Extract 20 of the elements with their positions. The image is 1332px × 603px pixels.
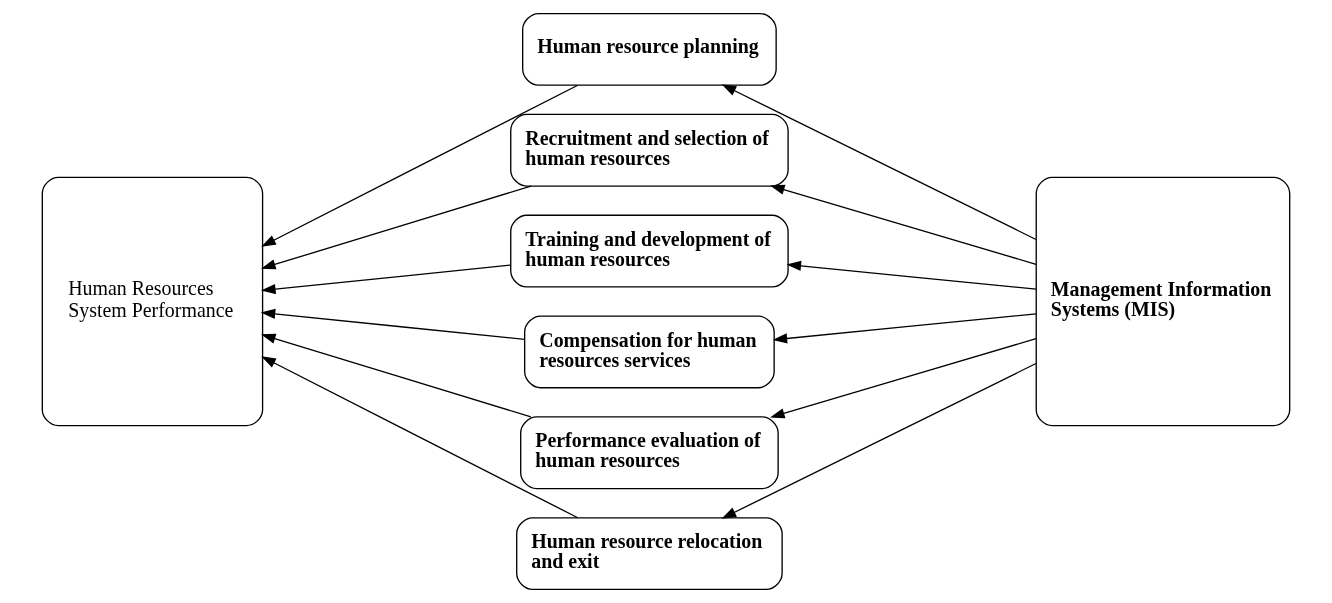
arrow (721, 362, 1037, 519)
node-box: Compensation for human resources services (524, 315, 775, 389)
arrow (786, 260, 1037, 290)
arrow (772, 313, 1037, 344)
arrow (770, 338, 1037, 419)
node-box: Human resource planning (522, 12, 777, 86)
node-box: Performance evaluation of human resources (520, 416, 779, 490)
node-box: Human resource relocation and exit (516, 517, 783, 591)
node-box: Recruitment and selection of human resources (510, 113, 789, 187)
arrow (721, 84, 1037, 241)
node-box: Training and development of human resources (510, 214, 789, 288)
arrow (261, 84, 579, 247)
arrow (261, 356, 579, 519)
arrow (260, 333, 532, 418)
arrow (260, 185, 532, 270)
arrow (260, 264, 512, 295)
arrow (770, 184, 1037, 265)
node-box: Human Resources System Performance (41, 176, 264, 427)
arrow (260, 308, 526, 340)
node-box: Management Information Systems (MIS) (1035, 176, 1291, 427)
